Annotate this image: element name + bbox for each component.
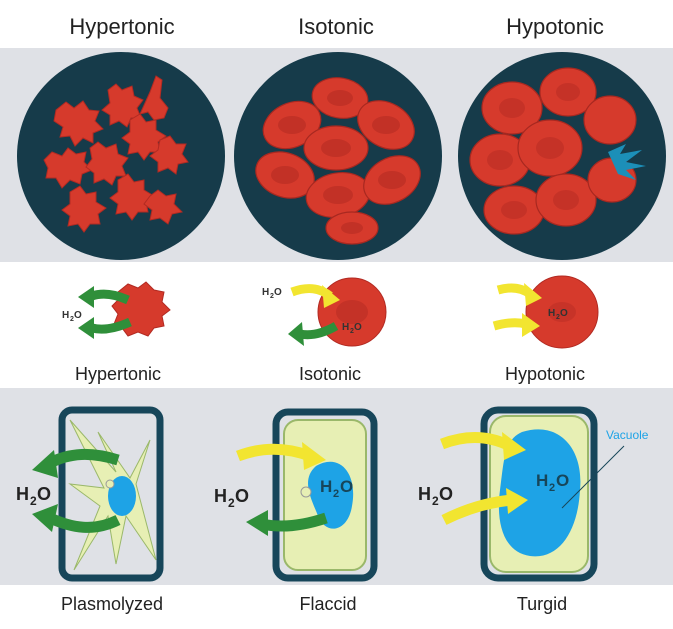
- svg-text:2: 2: [70, 316, 74, 323]
- rbc-label-hypotonic: Hypotonic: [504, 364, 586, 384]
- plant-label-flaccid: Flaccid: [299, 594, 357, 614]
- header-hypertonic: Hypertonic: [69, 14, 175, 39]
- rbc-label-hypertonic: Hypertonic: [74, 364, 162, 384]
- svg-text:O: O: [354, 322, 362, 333]
- svg-text:2: 2: [30, 494, 37, 508]
- svg-text:O: O: [74, 310, 82, 321]
- svg-text:H: H: [536, 471, 548, 490]
- svg-text:2: 2: [228, 496, 235, 510]
- svg-text:2: 2: [556, 314, 560, 321]
- svg-text:2: 2: [432, 494, 439, 508]
- svg-text:2: 2: [549, 482, 555, 494]
- vacuole-label: Vacuole: [606, 428, 649, 442]
- svg-text:H: H: [320, 477, 332, 496]
- rbc-hypotonic: H 2 O: [492, 275, 599, 349]
- svg-text:O: O: [556, 471, 569, 490]
- svg-text:H: H: [548, 308, 555, 319]
- svg-text:O: O: [37, 484, 51, 504]
- svg-text:H: H: [214, 486, 227, 506]
- svg-text:O: O: [235, 486, 249, 506]
- rbc-isotonic: H 2 O H 2 O: [262, 277, 387, 347]
- plant-cell-flaccid: H 2 O H 2 O: [214, 408, 378, 582]
- svg-text:O: O: [560, 308, 568, 319]
- rbc-hypertonic: H 2 O: [62, 281, 171, 339]
- svg-text:2: 2: [333, 488, 339, 500]
- svg-text:O: O: [439, 484, 453, 504]
- rbc-label-isotonic: Isotonic: [298, 364, 362, 384]
- svg-text:H: H: [262, 287, 269, 298]
- header-hypotonic: Hypotonic: [506, 14, 604, 39]
- svg-text:H: H: [62, 310, 69, 321]
- plant-label-plasmolyzed: Plasmolyzed: [60, 594, 164, 614]
- plant-cell-turgid: H 2 O H 2 O: [418, 406, 625, 582]
- svg-text:H: H: [342, 322, 349, 333]
- svg-text:H: H: [16, 484, 29, 504]
- svg-text:H: H: [418, 484, 431, 504]
- header-isotonic: Isotonic: [298, 14, 374, 39]
- lysed-cell-burst: [608, 144, 646, 180]
- plant-cell-plasmolyzed: H 2 O: [16, 406, 164, 582]
- hypertonic-dish: [17, 52, 225, 260]
- svg-text:2: 2: [270, 293, 274, 300]
- svg-text:O: O: [340, 477, 353, 496]
- svg-text:2: 2: [350, 328, 354, 335]
- hypotonic-dish: [458, 52, 666, 260]
- plant-label-turgid: Turgid: [516, 594, 568, 614]
- svg-text:O: O: [274, 287, 282, 298]
- isotonic-dish: [234, 52, 442, 260]
